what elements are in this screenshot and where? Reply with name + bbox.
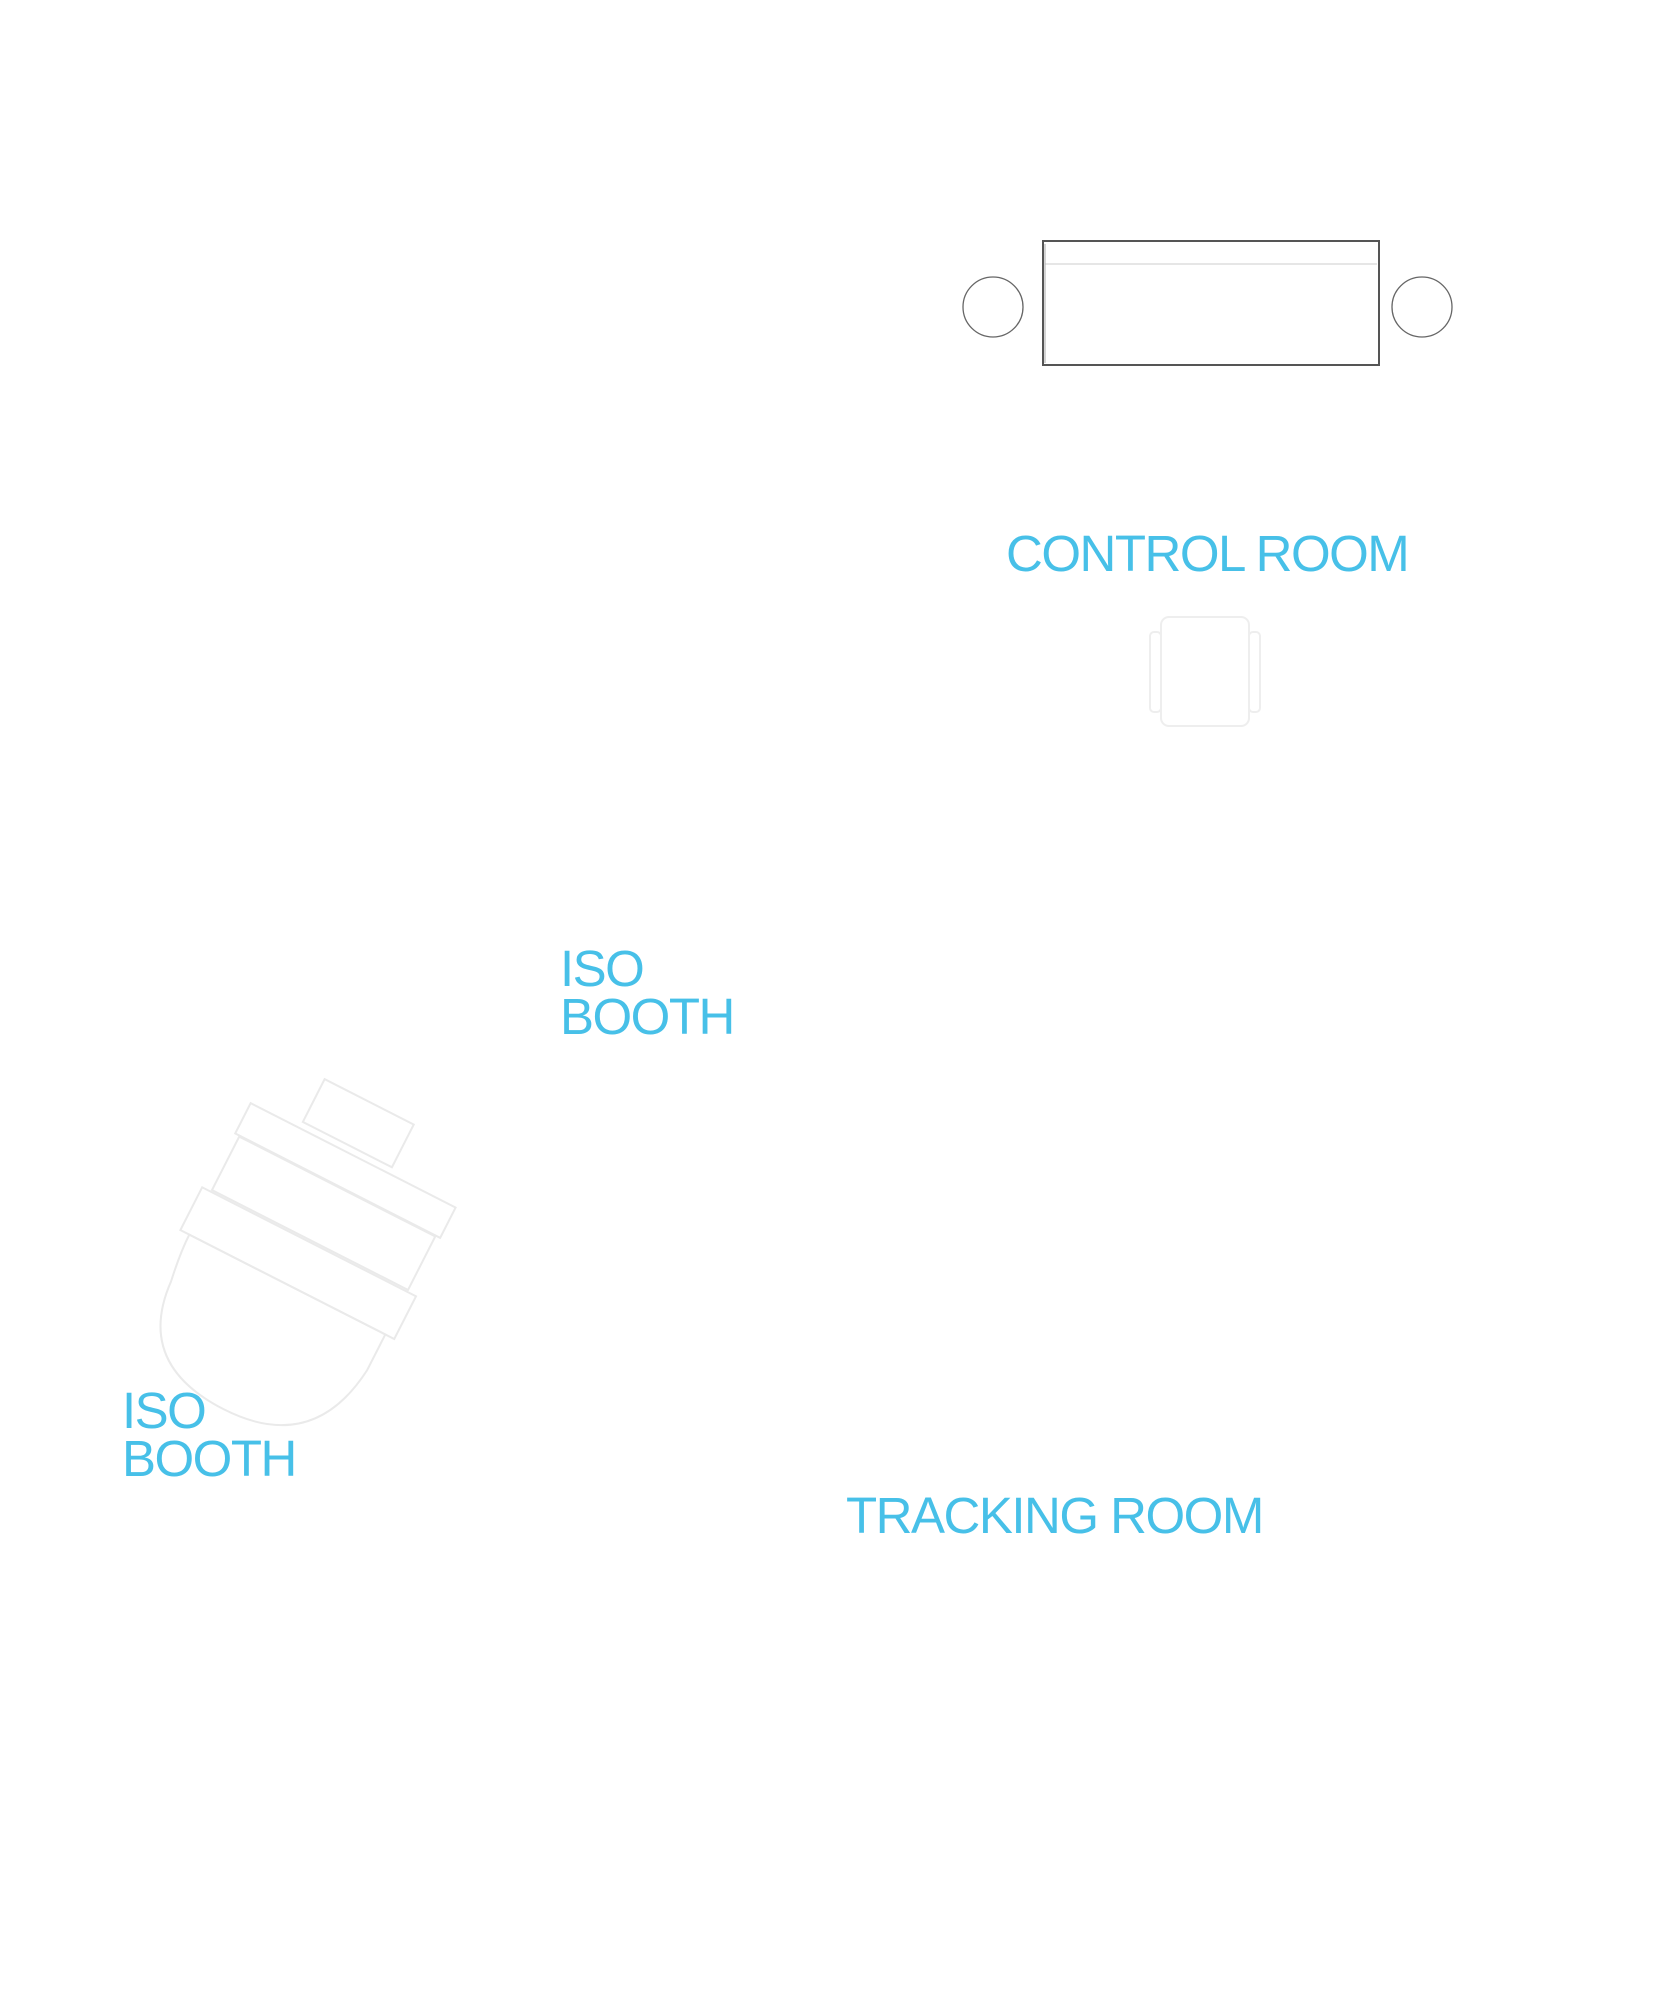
chair-icon[interactable] <box>1149 616 1261 727</box>
iso-booth-2-label: ISO BOOTH <box>122 1382 297 1487</box>
control-room-label: CONTROL ROOM <box>1006 525 1410 582</box>
iso-booth-1-line2: BOOTH <box>560 988 735 1045</box>
iso-booth-1-label: ISO BOOTH <box>560 940 735 1045</box>
tracking-room-label: TRACKING ROOM <box>846 1487 1264 1544</box>
speaker-right-icon[interactable] <box>1391 276 1453 338</box>
iso-booth-2-line1: ISO <box>122 1382 207 1439</box>
iso-booth-2-line2: BOOTH <box>122 1430 297 1487</box>
grand-piano-icon[interactable] <box>117 1052 485 1464</box>
mixing-desk-icon[interactable] <box>1042 240 1380 366</box>
speaker-left-icon[interactable] <box>962 276 1024 338</box>
iso-booth-1-line1: ISO <box>560 940 645 997</box>
